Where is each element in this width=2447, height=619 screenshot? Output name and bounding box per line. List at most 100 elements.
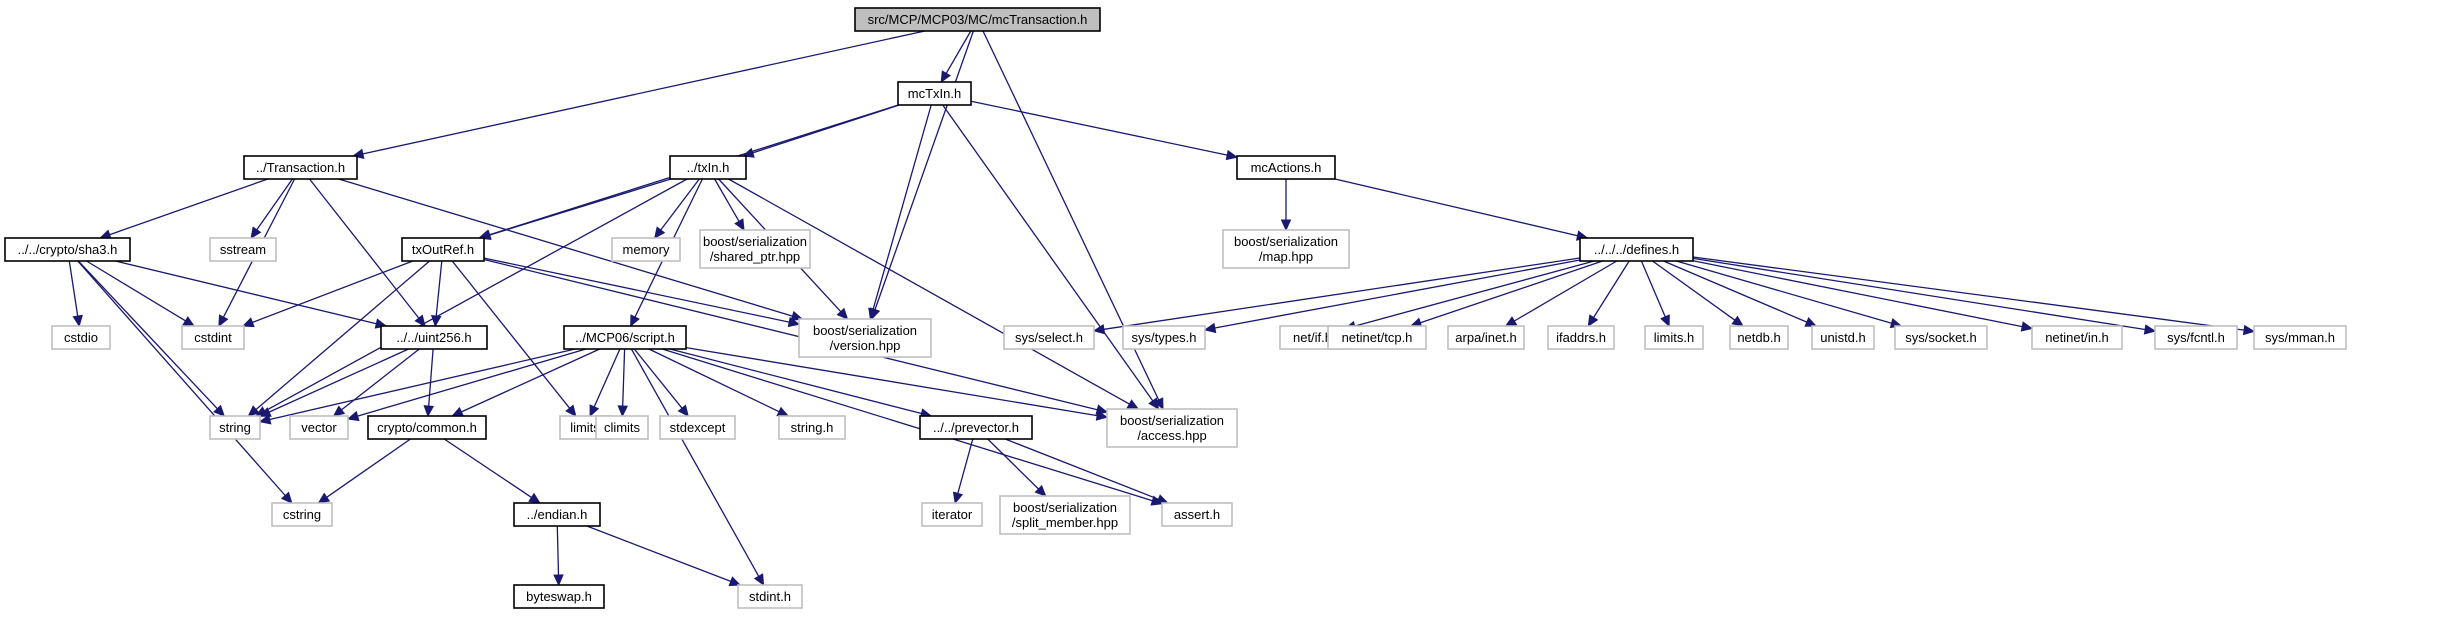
node-root[interactable]: src/MCP/MCP03/MC/mcTransaction.h	[854, 7, 1101, 32]
node-shared_ptr: boost/serialization/shared_ptr.hpp	[699, 229, 811, 269]
arrowhead	[1126, 399, 1140, 410]
arrowhead	[247, 405, 260, 417]
edge-defines-to-netinettcp	[1409, 260, 1603, 328]
node-label: crypto/common.h	[377, 420, 477, 435]
edge-txoutref-to-string	[247, 260, 431, 417]
node-box	[181, 325, 245, 350]
node-box	[737, 584, 803, 609]
node-transaction[interactable]: ../Transaction.h	[243, 155, 358, 180]
edge-txoutref-to-version	[483, 257, 801, 328]
node-box	[4, 237, 131, 262]
node-stringh: string.h	[778, 415, 846, 440]
arrowhead	[241, 317, 255, 328]
arrowhead	[836, 307, 849, 320]
edge-transaction-to-sha3	[99, 178, 269, 240]
arrowhead	[868, 307, 879, 321]
node-box	[1811, 325, 1875, 350]
edge-endian-to-stdinth	[586, 525, 742, 587]
node-label: boost/serialization	[813, 323, 917, 338]
node-uint256[interactable]: ../../uint256.h	[380, 325, 488, 350]
node-box	[1447, 325, 1525, 350]
arrowhead	[589, 404, 600, 418]
node-box	[1236, 155, 1336, 180]
node-label: boost/serialization	[1120, 413, 1224, 428]
arrowhead	[1203, 322, 1217, 334]
node-script[interactable]: ../MCP06/script.h	[563, 325, 687, 350]
node-label: ifaddrs.h	[1556, 330, 1606, 345]
edge-txoutref-to-limits	[451, 260, 577, 417]
node-label: sys/socket.h	[1905, 330, 1977, 345]
edge-sha3-to-cstdio	[68, 260, 83, 328]
arrowhead	[218, 314, 229, 328]
node-label: /shared_ptr.hpp	[710, 249, 800, 264]
node-netinettcp: netinet/tcp.h	[1327, 325, 1427, 350]
node-label: iterator	[932, 507, 973, 522]
node-syssocket: sys/socket.h	[1894, 325, 1988, 350]
arrowhead	[317, 492, 331, 504]
edge-mctxin-to-txin	[742, 104, 900, 158]
node-label: byteswap.h	[526, 589, 592, 604]
arrowhead	[1504, 316, 1518, 327]
node-box	[699, 229, 811, 269]
node-box	[513, 502, 601, 527]
arrowhead	[617, 405, 628, 418]
edge-defines-to-unistd	[1663, 260, 1818, 327]
arrowhead	[1153, 397, 1164, 411]
node-box	[2031, 325, 2123, 350]
node-mcactions[interactable]: mcActions.h	[1236, 155, 1336, 180]
node-label: climits	[604, 420, 641, 435]
node-netdb: netdb.h	[1729, 325, 1789, 350]
node-box	[367, 415, 487, 440]
node-climits: climits	[595, 415, 649, 440]
node-byteswap[interactable]: byteswap.h	[513, 584, 605, 609]
node-txin[interactable]: ../txIn.h	[669, 155, 747, 180]
edge-uint256-to-common	[423, 348, 435, 418]
arrowhead	[258, 407, 272, 417]
node-label: assert.h	[1174, 507, 1220, 522]
arrowhead	[776, 406, 790, 417]
node-label: net/if.h	[1293, 330, 1332, 345]
node-sstream: sstream	[209, 237, 277, 262]
node-label: ../../crypto/sha3.h	[18, 242, 118, 257]
node-cstdint: cstdint	[181, 325, 245, 350]
arrowhead	[423, 405, 435, 418]
node-box	[1547, 325, 1615, 350]
node-label: ../txIn.h	[687, 160, 730, 175]
node-label: string	[219, 420, 251, 435]
edge-txin-to-memory	[653, 178, 700, 239]
arrowhead	[1587, 314, 1599, 328]
node-box	[659, 415, 736, 440]
node-iterator: iterator	[921, 502, 983, 527]
node-box	[595, 415, 649, 440]
node-defines[interactable]: ../../../defines.h	[1579, 237, 1694, 262]
arrowhead	[1092, 323, 1106, 335]
node-common[interactable]: crypto/common.h	[367, 415, 487, 440]
node-stdexcept: stdexcept	[659, 415, 736, 440]
node-label: sys/select.h	[1015, 330, 1083, 345]
node-split_member: boost/serialization/split_member.hpp	[999, 495, 1131, 535]
node-label: ../MCP06/script.h	[575, 330, 675, 345]
node-label: memory	[623, 242, 670, 257]
edge-sha3-to-cstdint	[86, 260, 196, 327]
node-sysmman: sys/mman.h	[2253, 325, 2347, 350]
node-box	[1122, 325, 1206, 350]
node-prevector[interactable]: ../../prevector.h	[919, 415, 1033, 440]
arrowhead	[1660, 314, 1670, 328]
edge-mcactions-to-defines	[1334, 178, 1589, 241]
edge-mctxin-to-mcactions	[970, 100, 1239, 161]
arrowhead	[258, 414, 272, 425]
edge-endian-to-byteswap	[553, 525, 564, 587]
node-mctxin[interactable]: mcTxIn.h	[897, 81, 972, 106]
edge-txin-to-string	[254, 178, 688, 417]
node-txoutref[interactable]: txOutRef.h	[401, 237, 485, 262]
node-sha3[interactable]: ../../crypto/sha3.h	[4, 237, 131, 262]
node-box	[897, 81, 972, 106]
node-label: sys/fcntl.h	[2167, 330, 2225, 345]
node-string: string	[209, 415, 261, 440]
edge-script-to-stringh	[648, 348, 790, 417]
arrowhead	[280, 491, 293, 504]
node-endian[interactable]: ../endian.h	[513, 502, 601, 527]
node-box	[669, 155, 747, 180]
node-label: limits	[570, 420, 600, 435]
